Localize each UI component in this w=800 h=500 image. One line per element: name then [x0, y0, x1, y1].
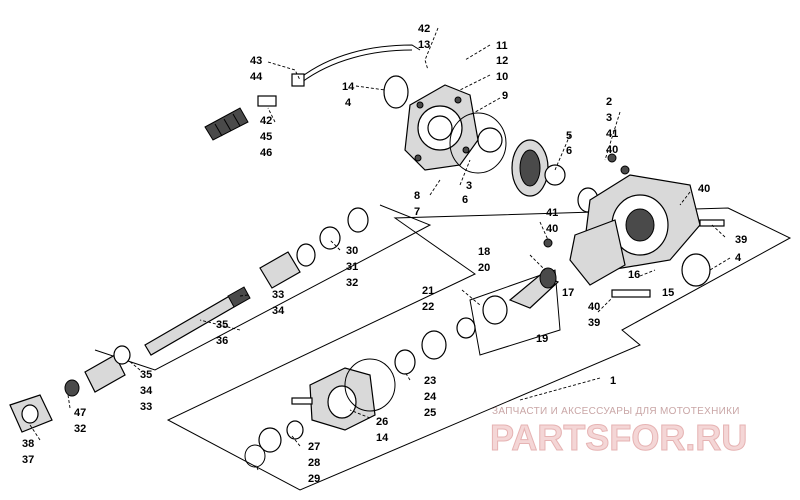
- coupler-bearing: [347, 207, 369, 233]
- callout-label: 21: [422, 285, 434, 297]
- callout-label: 33: [140, 401, 152, 413]
- coupler-ring: [319, 226, 341, 250]
- callout-label: 4: [345, 97, 352, 109]
- watermark-tagline: ЗАПЧАСТИ И АКСЕССУАРЫ ДЛЯ МОТОТЕХНИКИ: [492, 406, 740, 417]
- shim-washer: [477, 127, 503, 153]
- callout-label: 8: [414, 190, 420, 202]
- o-ring: [449, 112, 507, 174]
- callout-label: 5: [566, 130, 572, 142]
- pinion-spacer: [456, 317, 476, 339]
- callout-label: 40: [588, 301, 600, 313]
- callout-label: 46: [260, 147, 272, 159]
- callout-label: 20: [478, 262, 490, 274]
- callout-label: 36: [216, 335, 228, 347]
- callout-label: 13: [418, 39, 430, 51]
- lower-bolt: [291, 397, 313, 405]
- snap-ring: [244, 444, 266, 468]
- callout-label: 32: [346, 277, 358, 289]
- assembly-boundary: [166, 207, 792, 491]
- callout-label: 18: [478, 246, 490, 258]
- callout-label: 14: [342, 81, 355, 93]
- bolt-lower: [611, 289, 651, 298]
- callout-label: 25: [424, 407, 436, 419]
- bolt: [699, 219, 725, 227]
- lower-washer: [286, 420, 304, 440]
- callout-label: 42: [260, 115, 272, 127]
- output-coupler: [259, 243, 316, 289]
- callout-label: 34: [140, 385, 153, 397]
- seal-ring: [383, 75, 409, 109]
- callout-label: 3: [606, 112, 612, 124]
- callout-label: 41: [546, 207, 558, 219]
- callout-label: 30: [346, 245, 358, 257]
- breather-boot: [204, 107, 249, 141]
- callout-label: 11: [496, 40, 508, 52]
- callout-label: 41: [606, 128, 618, 140]
- callout-label: 2: [606, 96, 612, 108]
- callout-label: 9: [502, 90, 508, 102]
- watermark-brand: PARTSFOR.RU: [490, 417, 747, 458]
- callout-label: 40: [698, 183, 710, 195]
- callout-label: 24: [424, 391, 437, 403]
- cover-housing: [404, 84, 479, 171]
- callout-label: 19: [536, 333, 548, 345]
- callout-label: 37: [22, 454, 34, 466]
- callout-label: 39: [588, 317, 600, 329]
- leader-lines: [29, 27, 731, 471]
- main-housing: [569, 174, 701, 286]
- callout-label: 4: [735, 252, 742, 264]
- callout-label: 44: [250, 71, 263, 83]
- lower-seal: [258, 427, 282, 453]
- hose-clamp: [257, 95, 277, 107]
- callout-label: 10: [496, 71, 508, 83]
- pinion-box: [469, 269, 561, 356]
- spring: [64, 379, 80, 397]
- callout-label: 45: [260, 131, 272, 143]
- callout-label: 35: [140, 369, 152, 381]
- callout-label: 28: [308, 457, 320, 469]
- callout-label: 32: [74, 423, 86, 435]
- callout-label: 16: [628, 269, 640, 281]
- lower-gasket: [344, 358, 396, 412]
- input-coupler: [84, 345, 131, 393]
- callout-label: 17: [562, 287, 574, 299]
- callout-label: 7: [414, 206, 420, 218]
- callout-label: 26: [376, 416, 388, 428]
- callout-label: 12: [496, 55, 508, 67]
- callout-label: 39: [735, 234, 747, 246]
- callout-label: 14: [376, 432, 389, 444]
- vent-hose: [299, 44, 421, 79]
- callout-label: 23: [424, 375, 436, 387]
- input-flange: [9, 394, 53, 433]
- callout-label: 6: [462, 194, 468, 206]
- callout-label: 3: [466, 180, 472, 192]
- lower-bearing: [394, 349, 416, 375]
- callout-label: 34: [272, 305, 285, 317]
- callout-label: 27: [308, 441, 320, 453]
- callout-label: 43: [250, 55, 262, 67]
- callout-label: 6: [566, 145, 572, 157]
- housing-seal: [681, 253, 711, 287]
- pinion-bearing: [482, 295, 508, 325]
- callout-label: 38: [22, 438, 34, 450]
- callout-label: 1: [610, 375, 616, 387]
- callout-label: 40: [546, 223, 558, 235]
- pinion-race: [421, 330, 447, 360]
- callout-label: 35: [216, 319, 228, 331]
- lower-cover: [309, 367, 376, 431]
- callout-label: 15: [662, 287, 674, 299]
- callout-labels: 42 13 11 12 10 43 44 14 4 9 42 45 46 3 5…: [22, 23, 747, 485]
- drive-shaft: [144, 286, 251, 356]
- callout-label: 29: [308, 473, 320, 485]
- callout-label: 33: [272, 289, 284, 301]
- callout-label: 22: [422, 301, 434, 313]
- callout-label: 47: [74, 407, 86, 419]
- pinion-gear: [508, 267, 560, 309]
- ring-gear: [511, 139, 566, 197]
- callout-label: 31: [346, 261, 358, 273]
- callout-label: 42: [418, 23, 430, 35]
- callout-label: 40: [606, 144, 618, 156]
